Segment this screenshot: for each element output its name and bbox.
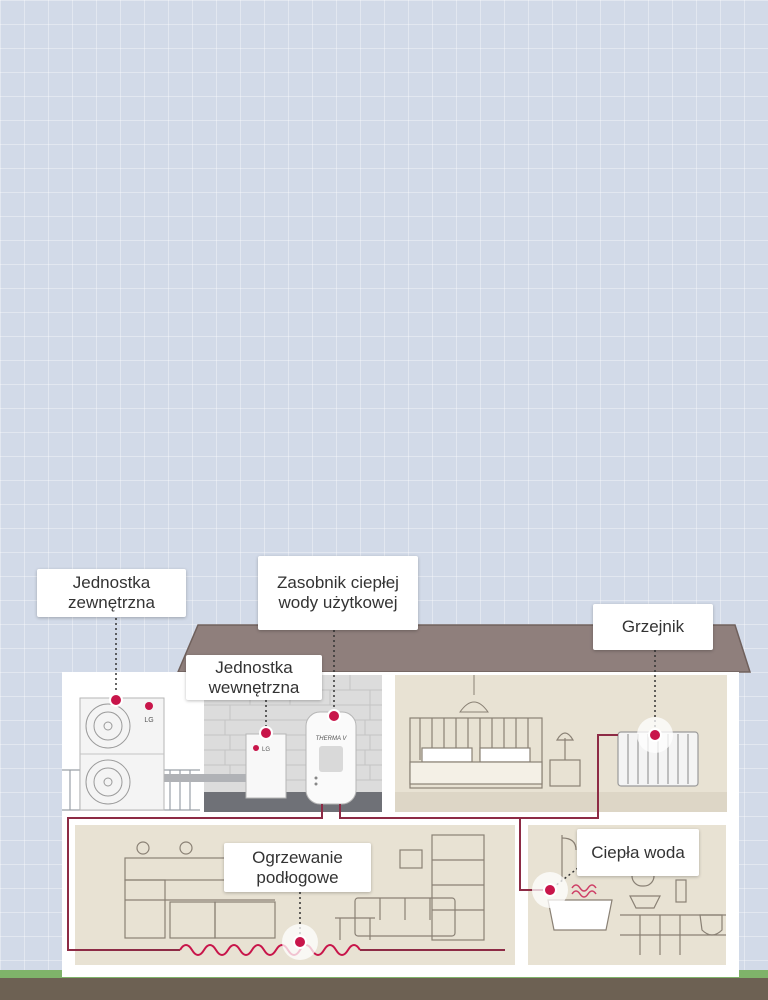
label-indoor-unit: Jednostka wewnętrzna xyxy=(186,655,322,700)
water-tank: THERMA V xyxy=(305,711,357,805)
ground xyxy=(0,978,768,1000)
label-outdoor-unit: Jednostka zewnętrzna xyxy=(37,569,186,617)
outdoor-brand-text: LG xyxy=(144,717,153,724)
tank-brand-text: THERMA V xyxy=(316,736,348,742)
bedroom xyxy=(395,675,727,812)
refrigerant-line xyxy=(160,774,246,782)
label-floor-heating: Ogrzewanie podłogowe xyxy=(224,843,371,892)
outdoor-unit: LG xyxy=(79,697,165,811)
indoor-brand-text: LG xyxy=(262,747,270,753)
indoor-unit: LG xyxy=(245,733,287,799)
label-hot-water: Ciepła woda xyxy=(577,829,699,876)
floor-heating-coil xyxy=(179,944,361,956)
label-water-tank: Zasobnik ciepłej wody użytkowej xyxy=(258,556,418,630)
label-radiator: Grzejnik xyxy=(593,604,713,650)
hotspot-dots xyxy=(109,693,662,949)
heating-pipes xyxy=(67,734,618,951)
